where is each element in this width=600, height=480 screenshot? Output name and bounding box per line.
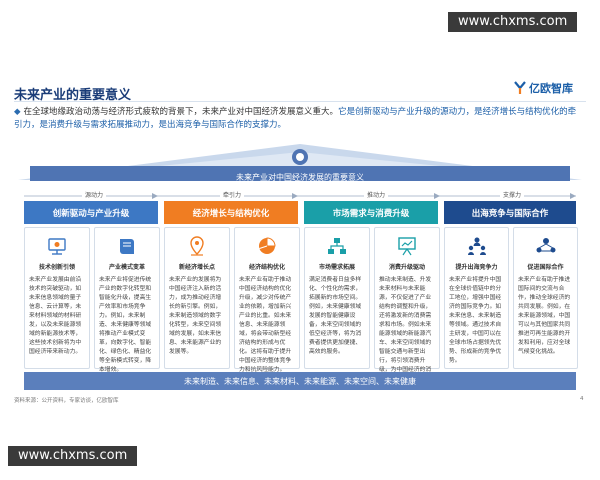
card-title: 市场需求拓展 xyxy=(318,264,355,271)
card-description: 未来产业将促进传统产业的数字化转型和智能化升级，提高生产效率和市场竞争力。例如，… xyxy=(99,277,152,373)
card-title: 促进国际合作 xyxy=(527,264,564,271)
brand-logo-icon xyxy=(514,81,526,94)
diamond-bullet-icon: ◆ xyxy=(14,107,21,117)
column-header-innovation: 创新驱动与产业升级 xyxy=(24,201,158,224)
column-header-consumption: 市场需求与消费升级 xyxy=(304,201,438,224)
roof-title: 未来产业对中国经济发展的重要意义 xyxy=(236,173,364,182)
brand-name: 亿欧智库 xyxy=(529,82,573,95)
card-description: 未来产业的发展将为中国经济注入新的活力，成为推动经济增长的新引擎。例如，未来制造… xyxy=(169,277,222,355)
card-global-competitiveness: 提升出海竞争力 未来产业将提升中国在全球价值链中的分工地位，增强中国经济的国际竞… xyxy=(444,227,509,369)
cooperation-icon xyxy=(536,238,555,253)
card-consumption-upgrade: 消费升级驱动 推动未来制造、升发未来材料与未来能源，不仅促进了产业结构的调整和升… xyxy=(374,227,440,391)
card-tech-innovation: 技术创新引领 未来产业发展由前沿技术的突破驱动，如未来信息领域的量子信息、云计算… xyxy=(24,227,90,369)
card-market-demand: 市场需求拓展 满足消费者日益多样化、个性化的需求，拓展新的市场空间。例如，未来健… xyxy=(304,227,370,369)
column-header-global: 出海竞争与国际合作 xyxy=(444,201,576,224)
intro-text: 在全球地缘政治动荡与经济形式疲软的背景下，未来产业对中国经济发展意义重大。 xyxy=(23,107,339,117)
future-industries-bar: 未来制造、未来信息、未来材料、未来能源、未来空间、未来健康 xyxy=(24,372,576,390)
page-title: 未来产业的重要意义 xyxy=(14,88,132,103)
card-title: 提升出海竞争力 xyxy=(455,264,498,271)
card-new-growth-point: 新经济增长点 未来产业的发展将为中国经济注入新的活力，成为推动经济增长的新引擎。… xyxy=(164,227,230,369)
card-industry-model: 产业模式变革 未来产业将促进传统产业的数字化转型和智能化升级，提高生产效率和市场… xyxy=(94,227,160,373)
card-title: 消费升级驱动 xyxy=(388,264,425,271)
roof-label-4: 支撑力 xyxy=(500,190,525,199)
title-divider xyxy=(14,101,586,102)
book-icon xyxy=(120,239,134,254)
card-title: 技术创新引领 xyxy=(38,264,75,271)
watermark-bottom: www.chxms.com xyxy=(8,446,138,466)
pie-chart-icon xyxy=(259,237,276,254)
location-pin-icon xyxy=(190,236,204,256)
roof-label-1: 源动力 xyxy=(82,190,107,199)
roof-graphic xyxy=(18,144,582,199)
brand-logo: 亿欧智库 xyxy=(514,80,573,96)
card-description: 未来产业发展由前沿技术的突破驱动，如未来信息领域的量子信息、云计算等，未来材料领… xyxy=(29,277,82,355)
card-description: 未来产业有助于推进国际间的交流与合作，推动全球经济的共同发展。例如，在未来能源领… xyxy=(518,277,571,355)
card-description: 未来产业有助于推动中国经济结构的优化升级，减少对传统产业的依赖，增加新兴产业的比… xyxy=(239,277,292,373)
card-title: 产业模式变革 xyxy=(108,264,145,271)
team-growth-icon xyxy=(467,237,486,255)
presentation-icon xyxy=(398,237,416,256)
card-description: 未来产业将提升中国在全球价值链中的分工地位，增强中国经济的国际竞争力。如未来信息… xyxy=(449,277,502,364)
card-international-cooperation: 促进国际合作 未来产业有助于推进国际间的交流与合作，推动全球经济的共同发展。例如… xyxy=(513,227,578,369)
tech-innovation-icon xyxy=(48,238,66,255)
column-header-growth: 经济增长与结构优化 xyxy=(164,201,298,224)
source-note: 资料来源：公开资料，专家访谈，亿欧智库 xyxy=(14,398,119,404)
page-number: 4 xyxy=(580,396,584,402)
card-title: 新经济增长点 xyxy=(178,264,215,271)
watermark-top: www.chxms.com xyxy=(448,12,578,32)
roof-label-3: 推动力 xyxy=(364,190,389,199)
card-title: 经济结构优化 xyxy=(248,264,285,271)
intro-highlight: 它是创新驱动与产业升级的源动力，是经济增长与结构优化的牵引力，是消费升级与需求拓… xyxy=(14,107,577,130)
card-structure-optimization: 经济结构优化 未来产业有助于推动中国经济结构的优化升级，减少对传统产业的依赖，增… xyxy=(234,227,300,373)
card-description: 满足消费者日益多样化、个性化的需求，拓展新的市场空间。例如，未来健康领域发展的智… xyxy=(309,277,362,355)
roof-label-2: 牵引力 xyxy=(220,190,245,199)
intro-paragraph: ◆在全球地缘政治动荡与经济形式疲软的背景下，未来产业对中国经济发展意义重大。它是… xyxy=(14,106,584,132)
network-icon xyxy=(328,238,346,254)
